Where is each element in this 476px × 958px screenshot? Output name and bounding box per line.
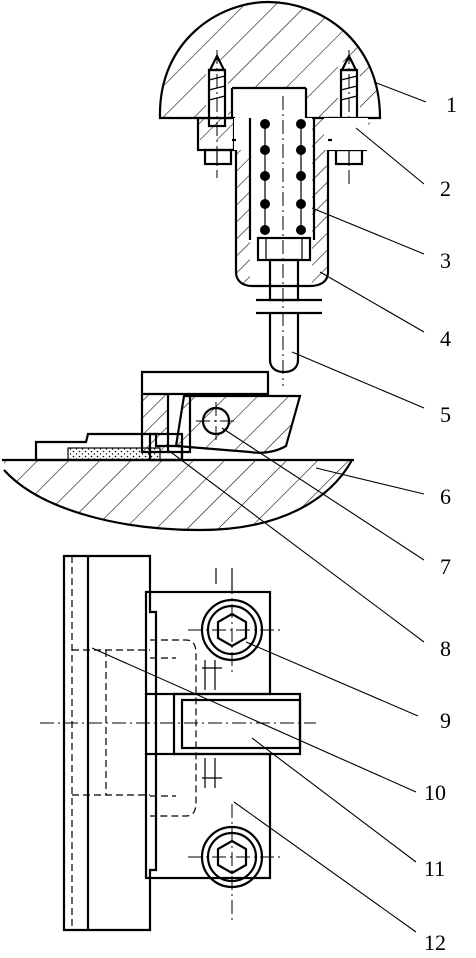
callout-3: 3 — [440, 248, 451, 273]
callout-9: 9 — [440, 708, 451, 733]
callout-1: 1 — [446, 92, 457, 117]
leader-lines — [91, 81, 427, 933]
callout-4: 4 — [440, 326, 451, 351]
callout-10: 10 — [424, 780, 446, 805]
callout-6: 6 — [440, 484, 451, 509]
pivot-lever — [174, 394, 302, 454]
callout-5: 5 — [440, 402, 451, 427]
clamp-block — [140, 370, 270, 454]
callout-11: 11 — [424, 856, 445, 881]
callout-8: 8 — [440, 636, 451, 661]
base-plate — [2, 458, 354, 532]
callout-12: 12 — [424, 930, 446, 955]
callout-2: 2 — [440, 176, 451, 201]
plan-view — [40, 554, 316, 932]
callout-labels: 1 2 3 4 5 6 7 8 9 10 11 12 — [424, 92, 457, 955]
callout-7: 7 — [440, 554, 451, 579]
compression-spring — [260, 119, 306, 235]
plunger — [256, 96, 322, 386]
